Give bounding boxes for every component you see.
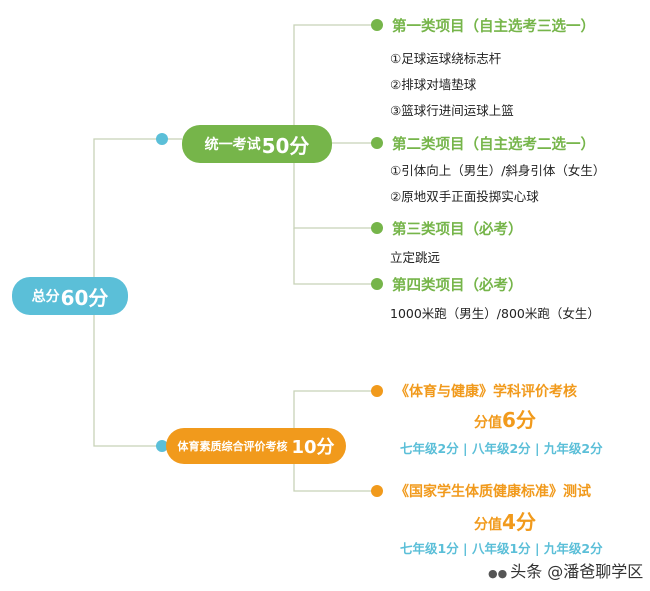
root-connector-dot xyxy=(156,133,168,145)
category-1-item-2: ②排球对墙垫球 xyxy=(390,77,477,92)
eval-item-2-score-label: 分值 xyxy=(474,517,503,533)
eval-item-1-title: 《体育与健康》学科评价考核 xyxy=(395,384,577,400)
category-4-dot xyxy=(371,278,383,290)
eval-item-1-score-label: 分值 xyxy=(474,415,503,431)
eval-branch-1 xyxy=(293,390,372,428)
eval-label: 体育素质综合评价考核 xyxy=(177,440,288,453)
category-1-title: 第一类项目（自主选考三选一） xyxy=(392,19,595,35)
eval-item-2-score: 分值4分 xyxy=(430,506,580,535)
root-node: 总分 60分 xyxy=(12,277,128,315)
exam-label: 统一考试 xyxy=(204,137,261,153)
exam-branch-3 xyxy=(293,163,372,229)
exam-branch-trunk xyxy=(293,24,372,125)
category-3-title: 第三类项目（必考） xyxy=(392,222,523,238)
exam-node: 统一考试 50分 xyxy=(182,125,332,163)
category-2-dot xyxy=(371,137,383,149)
exam-branch-4 xyxy=(293,228,372,285)
category-4-item-1: 1000米跑（男生）/800米跑（女生） xyxy=(390,306,600,321)
wechat-icon: ●● xyxy=(488,567,508,580)
exam-score: 50分 xyxy=(261,133,310,158)
root-score: 60分 xyxy=(60,285,109,310)
root-label: 总分 xyxy=(31,289,60,305)
category-1-item-1: ①足球运球绕标志杆 xyxy=(390,51,502,66)
category-3-dot xyxy=(371,222,383,234)
root-to-exam-line xyxy=(93,138,160,277)
watermark-text: 头条 @潘爸聊学区 xyxy=(510,562,644,581)
category-1-dot xyxy=(371,19,383,31)
category-2-item-2: ②原地双手正面投掷实心球 xyxy=(390,189,539,204)
eval-item-2-title: 《国家学生体质健康标准》测试 xyxy=(395,484,591,500)
eval-item-2-dot xyxy=(371,485,383,497)
eval-item-1-score: 分值6分 xyxy=(430,404,580,433)
eval-branch-2 xyxy=(293,464,372,492)
eval-item-2-score-value: 4分 xyxy=(502,510,536,534)
category-2-item-1: ①引体向上（男生）/斜身引体（女生） xyxy=(390,163,606,178)
category-4-title: 第四类项目（必考） xyxy=(392,278,523,294)
eval-item-1-score-value: 6分 xyxy=(502,408,536,432)
root-to-eval-line xyxy=(93,315,160,447)
category-3-item-1: 立定跳远 xyxy=(390,250,441,265)
eval-node: 体育素质综合评价考核 10分 xyxy=(166,428,346,464)
eval-item-1-dot xyxy=(371,385,383,397)
category-2-title: 第二类项目（自主选考二选一） xyxy=(392,137,595,153)
eval-item-2-grades: 七年级1分 | 八年级1分 | 九年级2分 xyxy=(400,541,603,556)
eval-score: 10分 xyxy=(291,437,335,458)
eval-connector-dot xyxy=(156,440,168,452)
category-1-item-3: ③篮球行进间运球上篮 xyxy=(390,103,514,118)
watermark: ●●头条 @潘爸聊学区 xyxy=(486,558,646,582)
eval-item-1-grades: 七年级2分 | 八年级2分 | 九年级2分 xyxy=(400,441,603,456)
